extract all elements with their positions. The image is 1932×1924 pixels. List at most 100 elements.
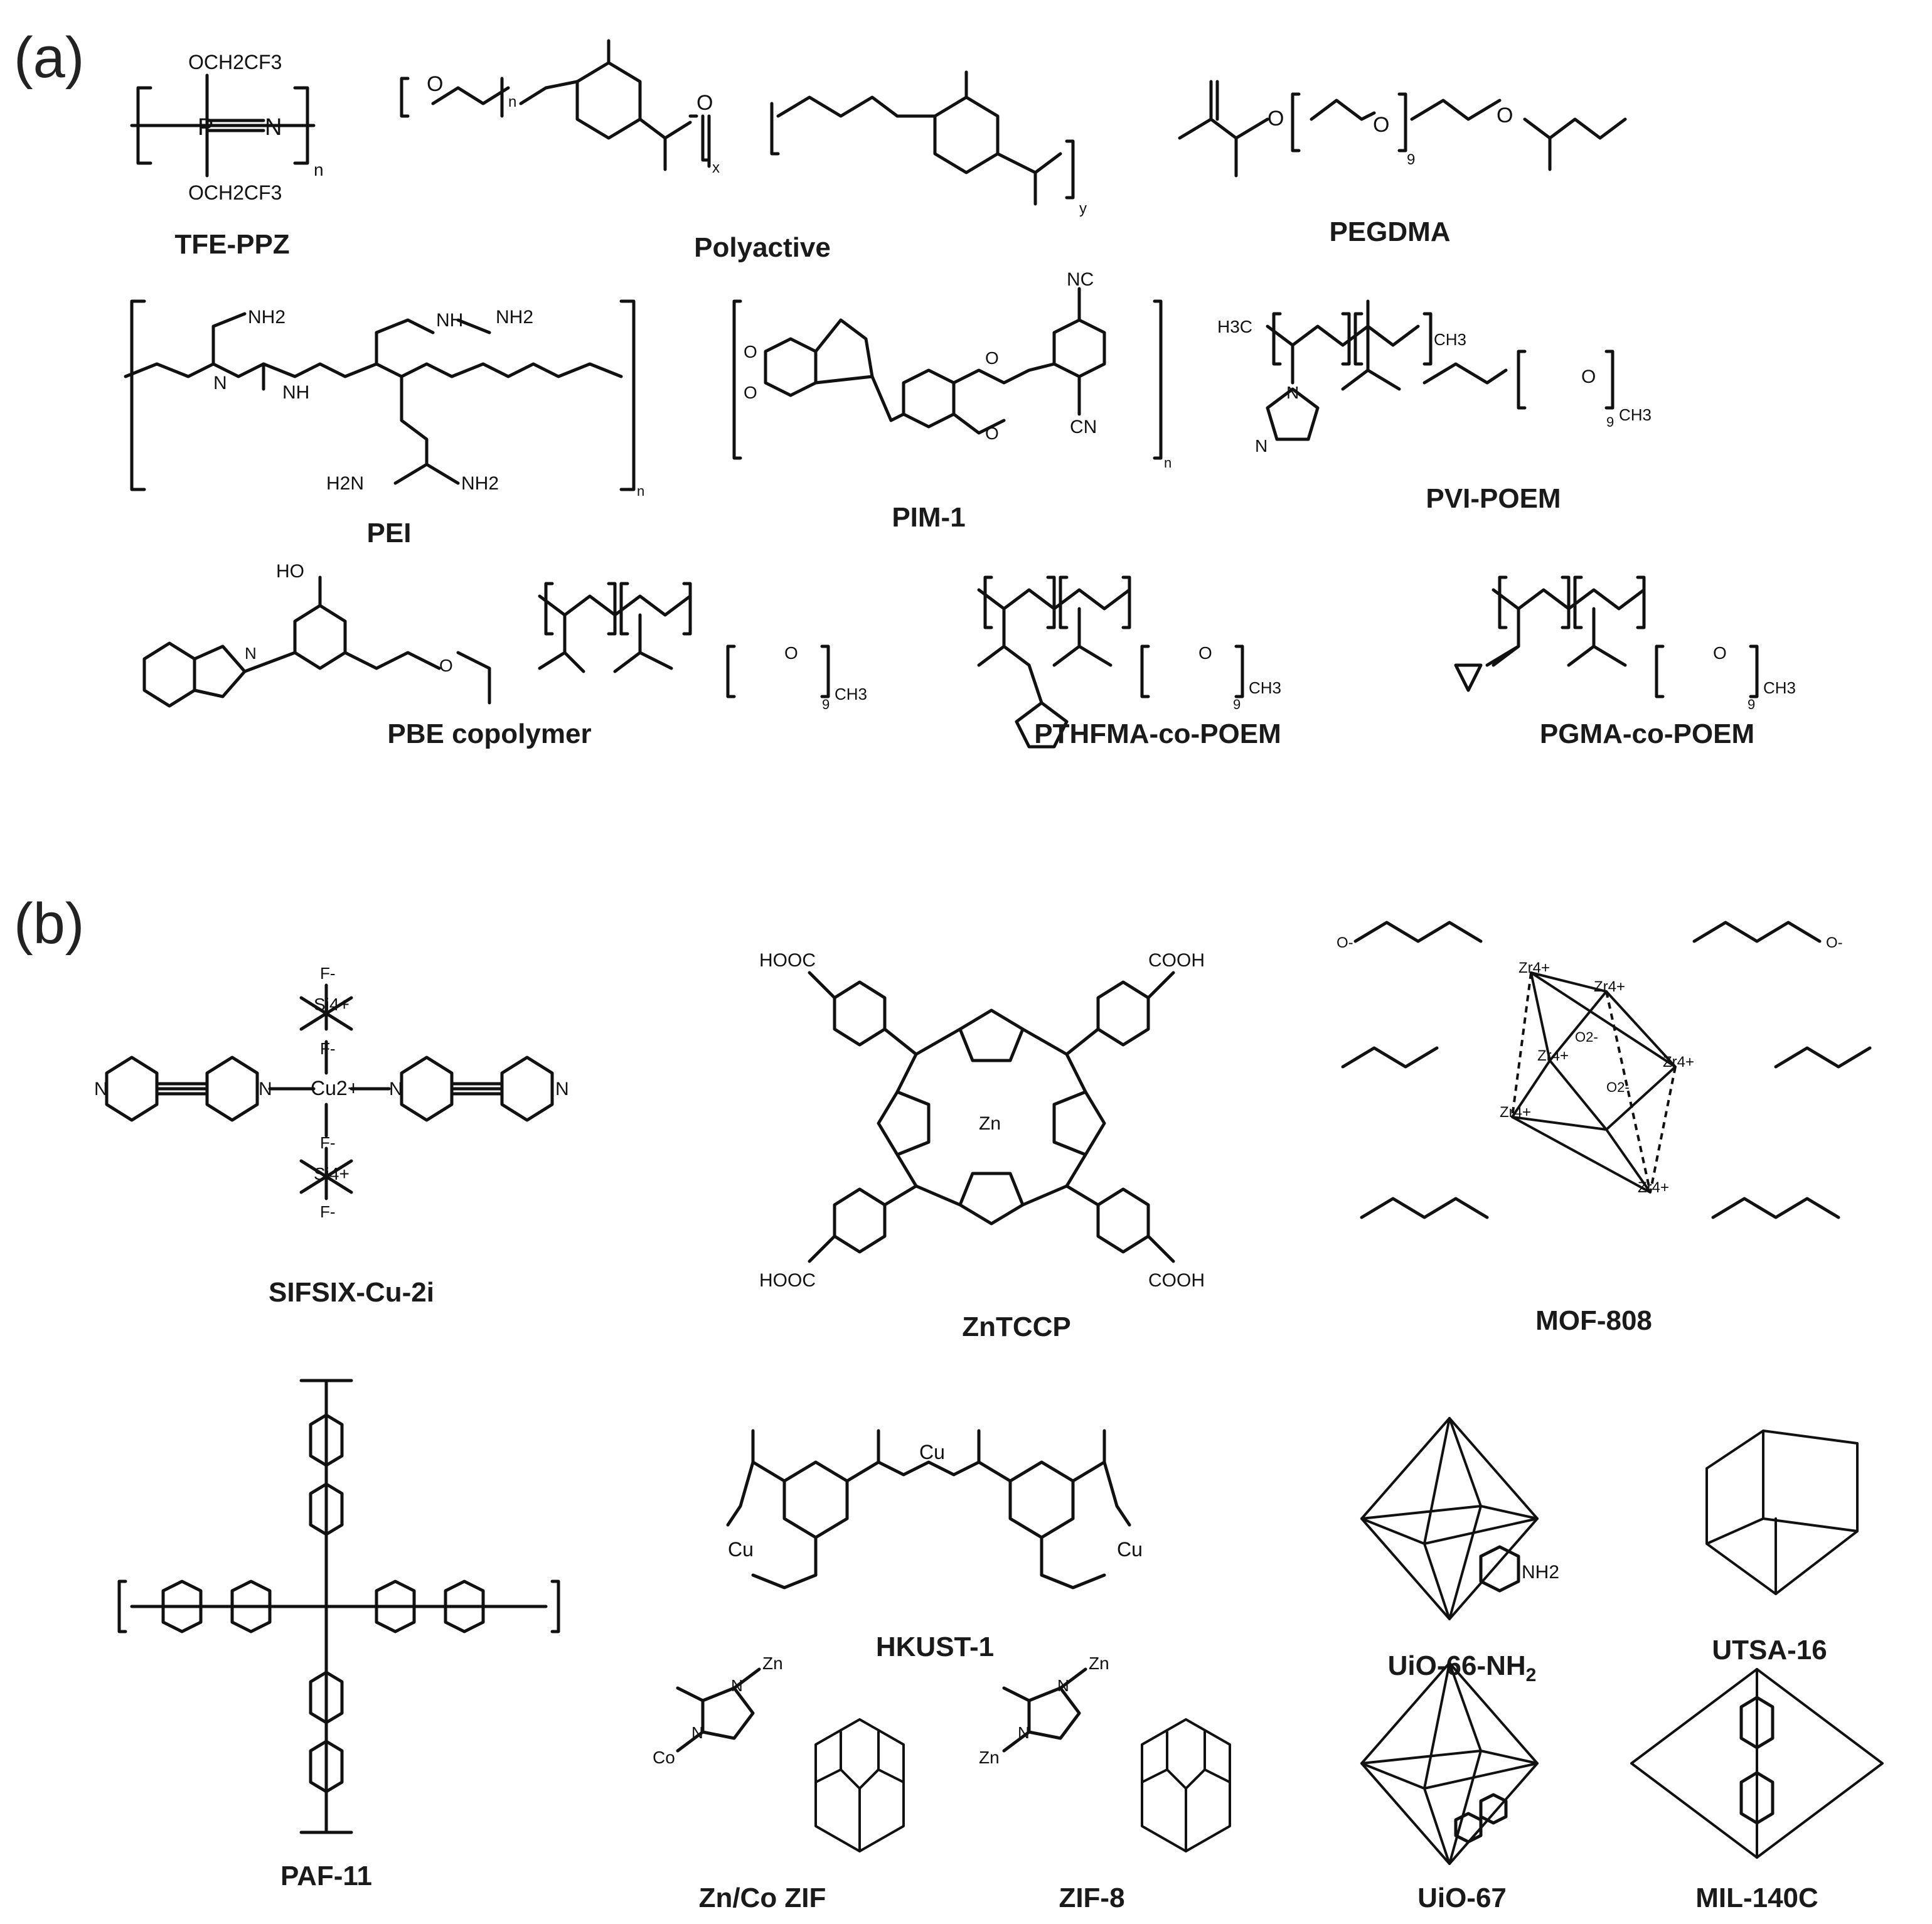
atom-n: N <box>265 114 282 141</box>
pbe-structure: HO N O O CH3 9 <box>132 552 916 722</box>
polymer-name-pim-1: PIM-1 <box>892 502 966 533</box>
atom-o-1: O <box>439 656 453 675</box>
filler-name-utsa16: UTSA-16 <box>1712 1635 1827 1665</box>
znco-zif-structure: Zn Co N N <box>653 1644 966 1908</box>
filler-name-znco: Zn/Co ZIF <box>698 1883 826 1913</box>
group-nc: NC <box>1067 269 1094 290</box>
atom-cu: Cu2+ <box>311 1077 359 1099</box>
atom-si-1: Si4+ <box>314 995 350 1014</box>
atom-o-1: O <box>427 72 443 96</box>
atom-co: Co <box>653 1748 675 1767</box>
atom-n-1: N <box>213 373 227 393</box>
atom-zr-3: Zr4+ <box>1537 1047 1569 1064</box>
atom-o-2: O <box>744 383 757 402</box>
uio66-structure: NH2 <box>1330 1406 1594 1644</box>
pim-1-structure: O O O O NC CN n <box>728 269 1171 483</box>
polymer-name-pbe: PBE copolymer <box>387 719 592 749</box>
group-cooh-2: COOH <box>1148 1270 1205 1291</box>
group-nh2-1: NH2 <box>248 307 286 328</box>
group-cn: CN <box>1070 417 1097 437</box>
atom-o-1: O <box>1268 107 1284 131</box>
group-nh2-2: NH2 <box>496 307 533 328</box>
atom-zn: Zn <box>762 1654 783 1673</box>
atom-o-2: O <box>696 91 713 115</box>
atom-o-3: O <box>1497 104 1513 127</box>
group-ho: HO <box>276 561 304 582</box>
atom-zr-4: Zr4+ <box>1663 1054 1694 1071</box>
subscript-n: n <box>637 483 644 499</box>
subscript-n: n <box>1164 455 1171 471</box>
pthfma-structure: O CH3 9 <box>941 552 1380 759</box>
atom-o-3: O <box>985 348 999 368</box>
atom-zn-2: Zn <box>979 1748 1000 1767</box>
atom-n-2: N <box>1255 436 1268 456</box>
polymer-name-tfe-ppz: TFE-PPZ <box>174 229 290 260</box>
atom-o-1: O <box>1713 643 1727 663</box>
subscript-9: 9 <box>1748 697 1755 712</box>
filler-name-uio66: UiO-66-NH2 <box>1387 1650 1537 1686</box>
filler-name-hkust1: HKUST-1 <box>875 1632 995 1662</box>
pgma-structure: O CH3 9 <box>1454 552 1908 740</box>
subscript-9: 9 <box>1233 697 1241 712</box>
group-h2n: H2N <box>326 473 364 494</box>
substituent-top: OCH2CF3 <box>188 51 282 73</box>
atom-o2-2: O2- <box>1606 1079 1630 1095</box>
atom-f-1: F- <box>320 964 336 983</box>
filler-name-zif8: ZIF-8 <box>1059 1883 1125 1913</box>
tfe-ppz-structure: P N OCH2CF3 OCH2CF3 n <box>125 50 339 213</box>
atom-n-2: N <box>1018 1723 1030 1742</box>
filler-name-sifsix: SIFSIX-Cu-2i <box>268 1277 435 1308</box>
atom-n-3: N <box>389 1079 403 1099</box>
atom-n-1: N <box>1057 1676 1069 1695</box>
group-ch3: CH3 <box>1763 678 1796 697</box>
group-ch3-1: CH3 <box>1434 330 1466 349</box>
atom-si-2: Si4+ <box>314 1164 350 1184</box>
utsa16-structure <box>1669 1406 1882 1619</box>
filler-name-mof808: MOF-808 <box>1535 1305 1652 1336</box>
sifsix-structure: N N N N Cu2+ Si4+ Si4+ F- F- F- F- <box>88 935 728 1261</box>
zif8-structure: Zn Zn N N <box>979 1644 1293 1908</box>
subscript-9: 9 <box>1606 414 1614 430</box>
atom-n-4: N <box>555 1079 569 1099</box>
atom-o-2: O <box>784 643 798 663</box>
atom-n-1: N <box>731 1676 743 1695</box>
atom-o-1: O <box>744 342 757 361</box>
filler-name-paf11: PAF-11 <box>280 1861 372 1891</box>
subscript-9: 9 <box>1407 151 1415 168</box>
atom-zn: Zn <box>979 1113 1001 1134</box>
zntccp-structure: Zn HOOC COOH HOOC COOH <box>759 935 1261 1305</box>
subscript-x: x <box>712 159 720 176</box>
uio67-structure <box>1330 1650 1594 1889</box>
mof808-structure: Zr4+ Zr4+ Zr4+ Zr4+ Zr4+ Zr4+ O2- O2- O-… <box>1324 879 1889 1305</box>
hkust1-structure: Cu Cu Cu <box>678 1387 1180 1625</box>
subscript-9: 9 <box>822 697 830 712</box>
group-nh-1: NH <box>282 382 309 403</box>
atom-f-4: F- <box>320 1202 336 1221</box>
atom-f-3: F- <box>320 1133 336 1152</box>
pei-structure: N NH2 NH NH NH2 H2N NH2 n <box>119 276 684 502</box>
polymer-name-pegdma: PEGDMA <box>1329 216 1451 247</box>
panel-label-a: (a) <box>14 26 85 90</box>
polymer-name-pvi-poem: PVI-POEM <box>1426 483 1561 514</box>
group-ch3: CH3 <box>1249 678 1281 697</box>
group-ch3-2: CH3 <box>1619 405 1652 424</box>
atom-zn-1: Zn <box>1089 1654 1109 1673</box>
atom-n-2: N <box>259 1079 272 1099</box>
pvi-poem-structure: H3C CH3 N N O CH3 9 <box>1217 295 1707 483</box>
polymer-name-pei: PEI <box>366 518 412 548</box>
atom-n-1: N <box>245 644 257 663</box>
filler-name-zntccp: ZnTCCP <box>962 1312 1071 1342</box>
filler-name-uio67: UiO-67 <box>1417 1883 1507 1913</box>
atom-cu-3: Cu <box>1117 1538 1143 1561</box>
group-nh-2: NH <box>436 310 463 331</box>
group-hooc-1: HOOC <box>759 950 816 971</box>
atom-n-1: N <box>94 1079 108 1099</box>
panel-label-b: (b) <box>14 892 85 956</box>
filler-name-mil140c: MIL-140C <box>1695 1883 1818 1913</box>
group-nh2: NH2 <box>1522 1562 1559 1583</box>
atom-o-4: O <box>985 424 999 443</box>
atom-om-2: O- <box>1826 934 1843 951</box>
atom-o-1: O <box>1198 643 1212 663</box>
group-nh2-3: NH2 <box>461 473 499 494</box>
atom-zr-6: Zr4+ <box>1638 1179 1669 1196</box>
